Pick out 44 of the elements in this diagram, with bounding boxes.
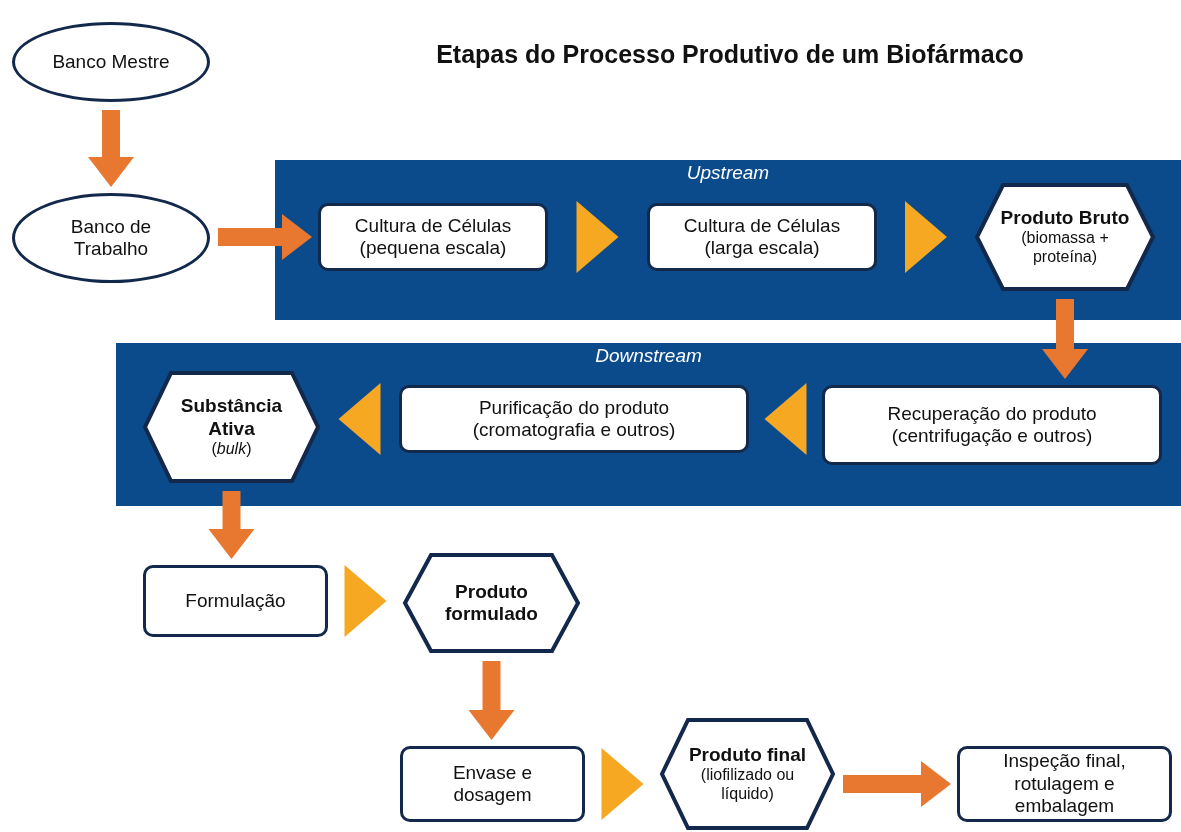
- chevron-arrow: [601, 748, 644, 820]
- product-hexagon: [143, 371, 320, 483]
- product-hexagon: [660, 718, 835, 830]
- node-label: Produto Bruto: [1000, 206, 1130, 230]
- process-box: [143, 565, 328, 637]
- diagram-title: Etapas do Processo Produtivo de um Biofármaco: [435, 40, 1025, 69]
- process-box: [822, 385, 1162, 465]
- node-label: Envase e dosagem: [451, 761, 534, 807]
- node-label: Produto final: [688, 743, 807, 767]
- node-label: Formulação: [185, 589, 286, 613]
- chevron-arrow: [344, 565, 387, 637]
- block-arrow: [1042, 299, 1088, 379]
- process-box: [400, 746, 585, 822]
- node-label: Inspeção final, rotulagem e embalagem: [1002, 750, 1127, 818]
- node-label: Recuperação do produto (centrifugação e outros): [886, 402, 1098, 448]
- process-box: [647, 203, 877, 271]
- node-label: Cultura de Células (pequena escala): [353, 214, 513, 260]
- node-label: Banco de Trabalho: [69, 215, 153, 261]
- product-hexagon: [975, 183, 1155, 291]
- chevron-arrow: [338, 383, 381, 455]
- block-arrow: [218, 214, 312, 260]
- block-arrow: [88, 110, 134, 187]
- stage-label: Upstream: [685, 162, 771, 184]
- chevron-arrow: [764, 383, 807, 455]
- block-arrow: [468, 661, 515, 740]
- process-box: [399, 385, 749, 453]
- node-label: Cultura de Células (larga escala): [682, 214, 842, 260]
- stage-label: Downstream: [594, 345, 703, 367]
- stage-band: [116, 343, 1181, 506]
- node-label: Substância Ativa: [179, 395, 284, 440]
- block-arrow: [843, 761, 951, 807]
- chevron-arrow: [905, 201, 947, 273]
- node-label: Produto formulado: [444, 580, 539, 626]
- process-box: [957, 746, 1172, 822]
- product-hexagon: [403, 553, 580, 653]
- process-box: [318, 203, 548, 271]
- node-label: Purificação do produto (cromatografia e outros): [471, 396, 677, 442]
- stage-band: [275, 160, 1181, 320]
- block-arrow: [208, 491, 255, 559]
- node-label: Banco Mestre: [52, 50, 170, 74]
- chevron-arrow: [576, 201, 619, 273]
- node-note: (liofilizado ou líquido): [699, 766, 796, 805]
- node-note: (bulk): [211, 439, 252, 459]
- node-note: (biomassa + proteína): [1020, 229, 1110, 268]
